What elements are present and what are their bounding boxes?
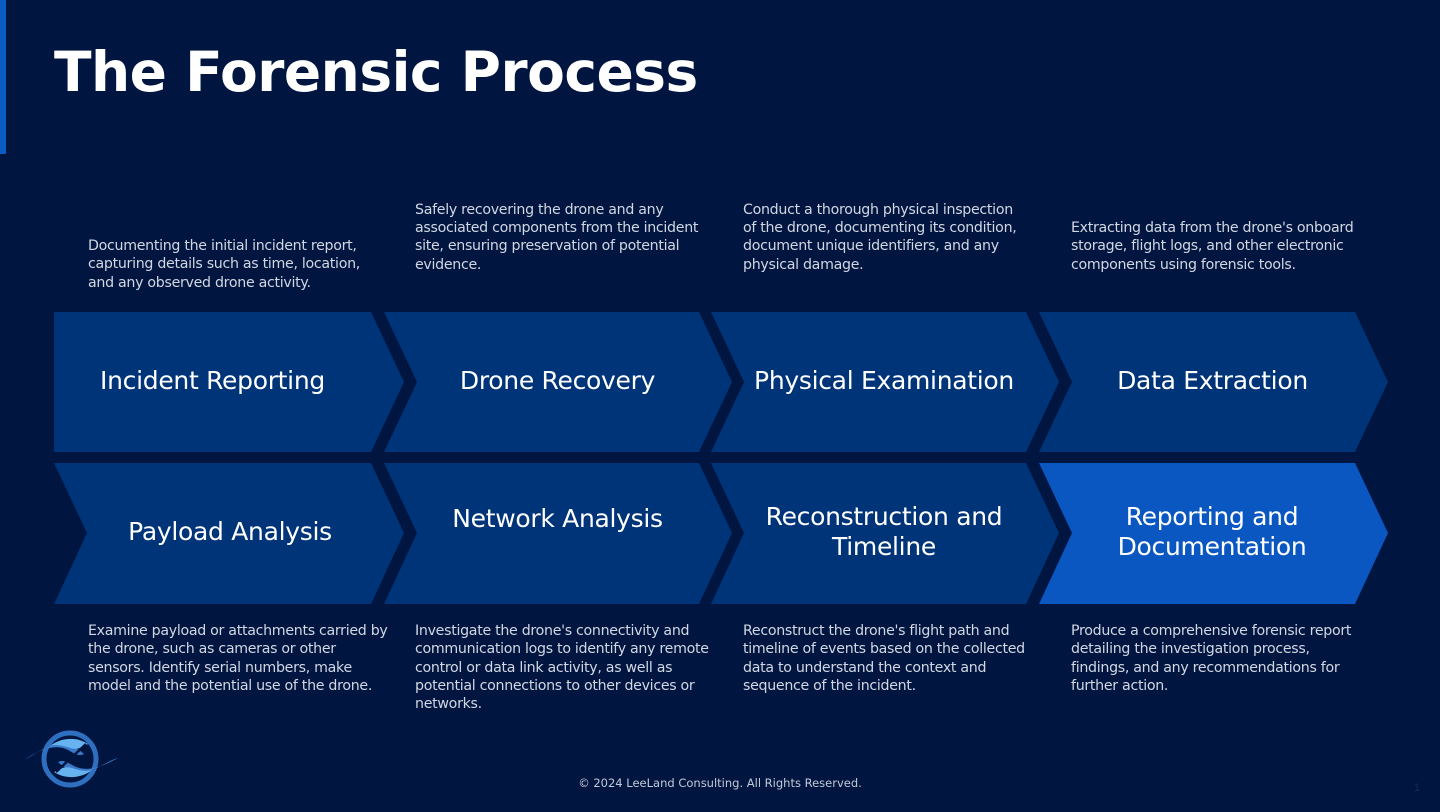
chevron-step-4[interactable] xyxy=(1039,312,1388,452)
step-label-1: Incident Reporting xyxy=(100,365,325,395)
step-description-3: Conduct a thorough physical inspection o… xyxy=(743,172,1028,274)
chevron-step-2[interactable] xyxy=(384,312,732,452)
chevron-step-8[interactable] xyxy=(1039,463,1388,604)
accent-bar xyxy=(0,0,6,154)
step-label-2: Drone Recovery xyxy=(459,365,656,395)
chevron-step-3[interactable] xyxy=(711,312,1059,452)
step-description-2: Safely recovering the drone and any asso… xyxy=(415,172,715,274)
page-number: 1 xyxy=(1413,782,1420,794)
step-description-1: Documenting the initial incident report,… xyxy=(88,172,388,292)
chevron-step-5[interactable] xyxy=(54,463,404,604)
step-description-5: Examine payload or attachments carried b… xyxy=(88,623,388,694)
step-description-text: Extracting data from the drone's onboard… xyxy=(1071,220,1354,273)
step-description-7: Reconstruct the drone's flight path and … xyxy=(743,623,1025,694)
step-description-text: Documenting the initial incident report,… xyxy=(88,238,360,291)
step-description-4: Extracting data from the drone's onboard… xyxy=(1071,172,1371,274)
chevron-step-7[interactable] xyxy=(711,463,1059,604)
step-label-7: Reconstruction and Timeline xyxy=(765,501,1003,561)
page-title: The Forensic Process xyxy=(54,40,698,104)
step-description-text: Conduct a thorough physical inspection o… xyxy=(743,201,1017,273)
step-label-6: Network Analysis xyxy=(452,503,663,533)
step-label-5: Payload Analysis xyxy=(128,516,332,546)
copyright-footer: © 2024 LeeLand Consulting. All Rights Re… xyxy=(578,776,862,790)
step-description-text: Safely recovering the drone and any asso… xyxy=(415,201,699,273)
step-label-3: Physical Examination xyxy=(754,365,1014,395)
step-description-6: Investigate the drone's connectivity and… xyxy=(415,623,709,713)
step-label-4: Data Extraction xyxy=(1117,365,1308,395)
chevron-step-6[interactable] xyxy=(384,463,732,604)
step-label-8: Reporting and Documentation xyxy=(1117,501,1307,561)
chevron-step-1[interactable] xyxy=(54,312,404,452)
company-logo-icon xyxy=(24,730,118,788)
step-description-8: Produce a comprehensive forensic report … xyxy=(1071,623,1352,694)
